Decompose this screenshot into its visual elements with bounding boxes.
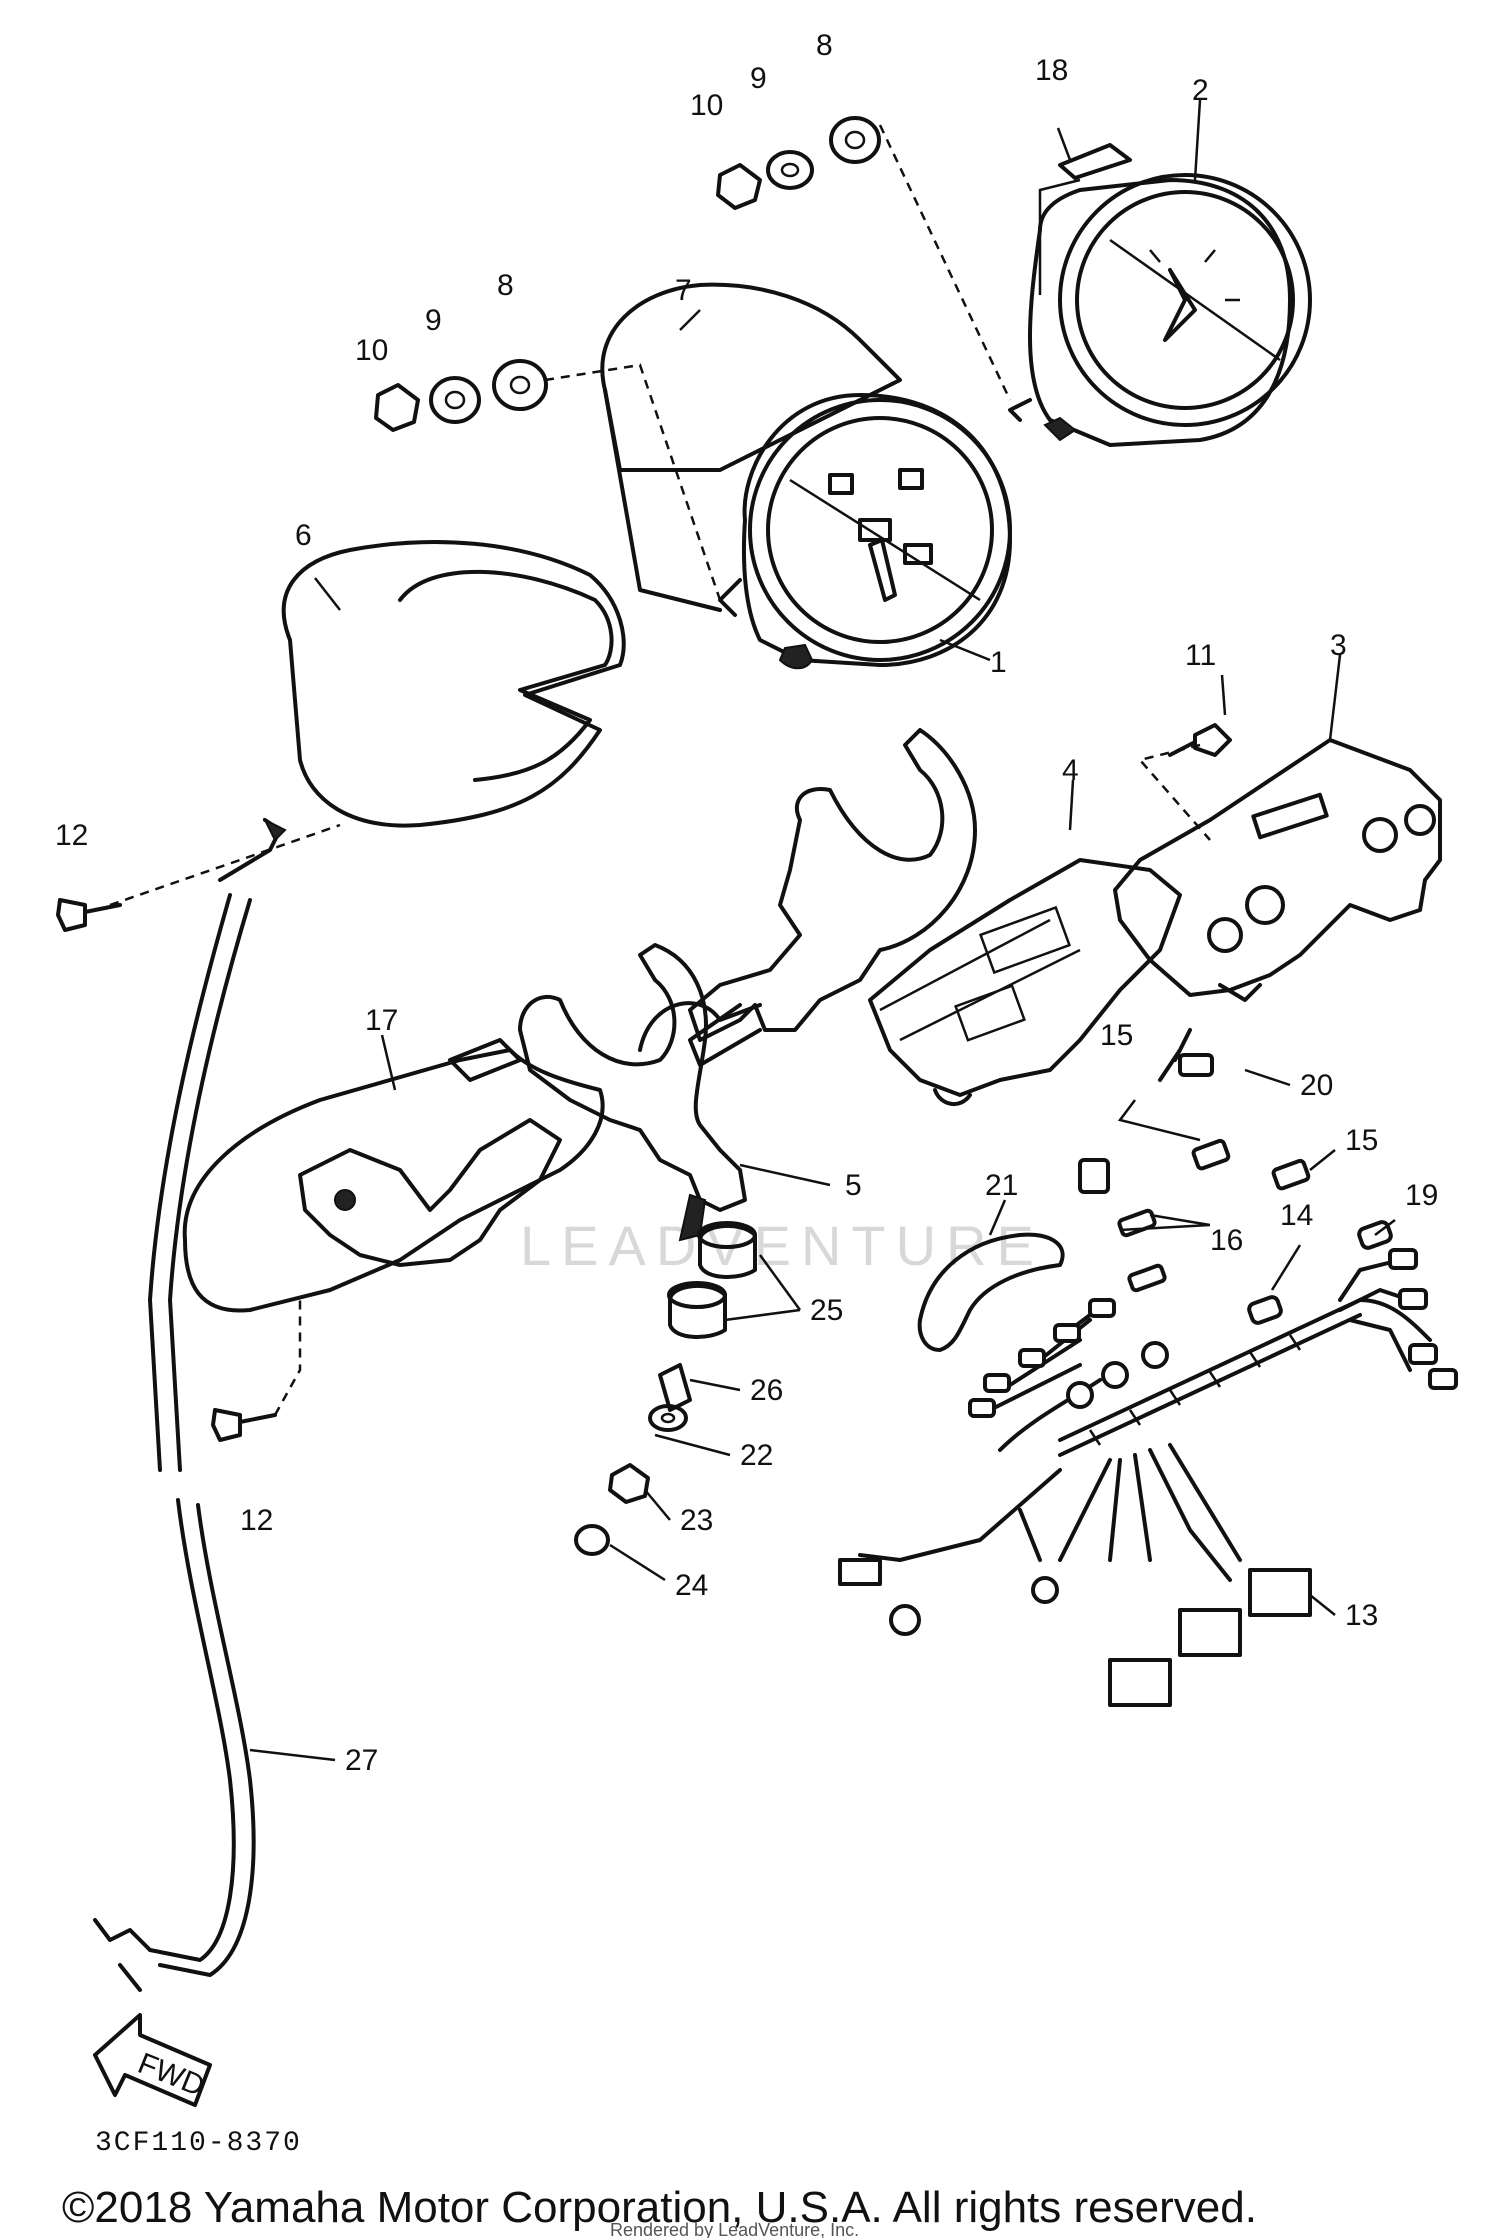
speedometer-cable [93, 817, 287, 1992]
label-9-upper: 9 [750, 62, 767, 95]
hardware-bulbs-sockets [1078, 1053, 1393, 1325]
speedometer-gauge [718, 393, 1012, 670]
label-8-upper: 8 [816, 29, 833, 62]
hardware-washers-lower [374, 359, 548, 432]
label-11: 11 [1185, 639, 1216, 672]
hardware-washers-upper [716, 116, 1132, 210]
fwd-arrow-icon: FWD [93, 2013, 212, 2107]
watermark: LEADVENTURE [520, 1214, 1044, 1277]
label-25: 25 [810, 1294, 843, 1327]
tachometer-gauge [1008, 173, 1312, 447]
label-23: 23 [680, 1504, 713, 1537]
label-27: 27 [345, 1744, 378, 1777]
label-4: 4 [1062, 754, 1079, 787]
label-3: 3 [1330, 629, 1347, 662]
bracket-plate [1113, 738, 1442, 1002]
label-6: 6 [295, 519, 312, 552]
center-panel [868, 858, 1182, 1106]
leader-lines [249, 99, 1396, 1762]
label-24: 24 [675, 1569, 708, 1602]
meter-stay-upper [688, 728, 977, 1067]
copyright-notice: ©2018 Yamaha Motor Corporation, U.S.A. A… [62, 2183, 1257, 2232]
label-5: 5 [845, 1169, 862, 1202]
label-15-right: 15 [1345, 1124, 1378, 1157]
rendered-by-note: Rendered by LeadVenture, Inc. [610, 2220, 859, 2238]
lower-cover [182, 1038, 605, 1313]
meter-cover [281, 540, 626, 828]
wiring-harness [838, 1248, 1458, 1707]
label-18: 18 [1035, 54, 1068, 87]
label-12-lower: 12 [240, 1504, 273, 1537]
label-19: 19 [1405, 1179, 1438, 1212]
assembly-lines [109, 124, 1211, 1416]
label-2: 2 [1192, 74, 1209, 107]
label-7: 7 [675, 274, 692, 307]
label-1: 1 [990, 646, 1007, 679]
label-17: 17 [365, 1004, 398, 1037]
part-labels: 1 2 3 4 5 6 7 8 8 9 9 10 10 11 12 12 13 … [55, 29, 1438, 1777]
hardware-grommets [574, 1221, 757, 1556]
label-13: 13 [1345, 1599, 1378, 1632]
label-10-lower: 10 [355, 334, 388, 367]
label-21: 21 [985, 1169, 1018, 1202]
label-12-upper: 12 [55, 819, 88, 852]
label-8-lower: 8 [497, 269, 514, 302]
trim-piece [917, 1232, 1065, 1352]
hardware-bolts [56, 723, 1232, 1442]
label-26: 26 [750, 1374, 783, 1407]
diagram-code: 3CF110-8370 [95, 2128, 302, 2159]
label-20: 20 [1300, 1069, 1333, 1102]
speedometer-housing [600, 282, 902, 612]
label-9-lower: 9 [425, 304, 442, 337]
label-16: 16 [1210, 1224, 1243, 1257]
label-14: 14 [1280, 1199, 1313, 1232]
label-10-upper: 10 [690, 89, 723, 122]
meter-stay-lower [518, 943, 762, 1242]
label-15-left: 15 [1100, 1019, 1133, 1052]
label-22: 22 [740, 1439, 773, 1472]
